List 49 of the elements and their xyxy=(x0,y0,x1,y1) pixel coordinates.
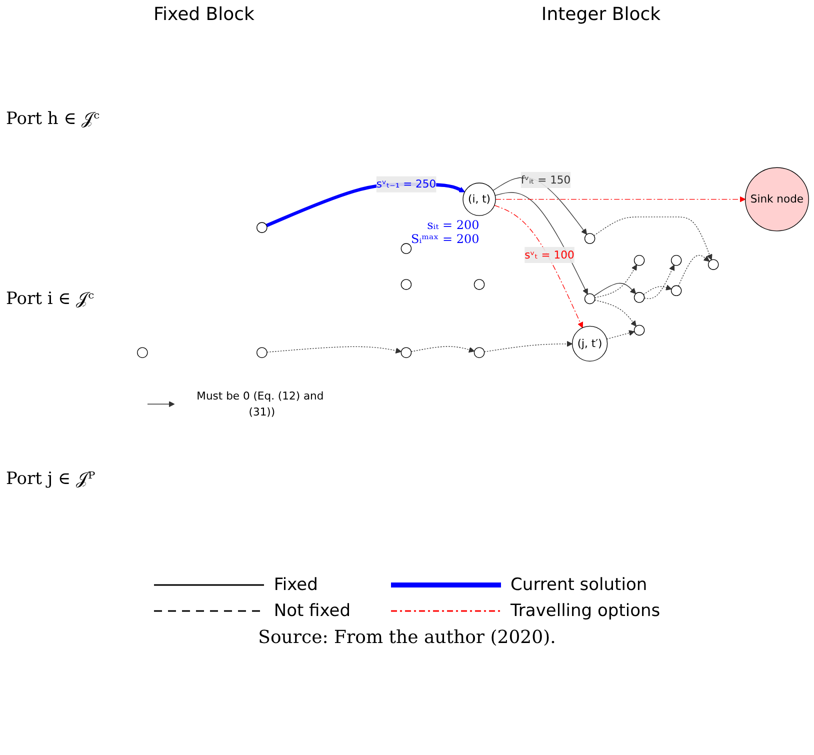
node-circle xyxy=(634,292,645,303)
row-label: Port h ∈ 𝒥ᶜ xyxy=(6,109,101,129)
node-circle: (i, t) xyxy=(462,182,496,216)
arrow xyxy=(594,264,638,298)
node-circle xyxy=(256,347,268,358)
node-circle xyxy=(634,255,645,266)
legend-label: Not fixed xyxy=(274,601,351,621)
node-circle xyxy=(584,233,596,244)
arrow xyxy=(644,264,675,299)
node-annotation: Sᵢᵐᵃˣ = 200 xyxy=(410,232,480,246)
edge-label: sᵛₜ = 100 xyxy=(524,248,574,262)
node-circle: (j, t′) xyxy=(572,326,608,362)
node-circle xyxy=(670,255,682,266)
node-circle xyxy=(708,259,719,270)
edge-label: sᵛₜ₋₁ = 250 xyxy=(376,178,436,190)
legend-label: Travelling options xyxy=(510,601,660,621)
node-circle xyxy=(256,222,268,233)
row-label: Port i ∈ 𝒥ᶜ xyxy=(6,289,96,309)
node-circle xyxy=(400,347,412,358)
arrow xyxy=(594,300,636,327)
node-circle xyxy=(400,243,412,254)
caption: Source: From the author (2020). xyxy=(257,627,557,648)
block-heading: Fixed Block xyxy=(153,4,254,25)
block-heading: Integer Block xyxy=(541,4,661,25)
node-circle xyxy=(400,279,412,290)
arrow xyxy=(495,196,746,202)
edge-label: fᵛᵢₜ = 150 xyxy=(520,173,571,186)
node-circle xyxy=(584,293,596,304)
arrow xyxy=(494,204,584,328)
node-circle xyxy=(474,279,485,290)
node-text: Must be 0 (Eq. (12) and (31)) xyxy=(196,389,324,418)
legend-label: Current solution xyxy=(510,575,648,595)
node-circle xyxy=(137,347,148,358)
arrow xyxy=(266,346,402,354)
arrow xyxy=(606,330,635,340)
node-circle: Sink node xyxy=(744,167,809,232)
arrow xyxy=(594,216,712,260)
arrow xyxy=(147,401,175,408)
legend-label: Fixed xyxy=(274,575,318,595)
node-circle xyxy=(670,285,682,296)
row-label: Port j ∈ 𝒥ᴾ xyxy=(6,469,96,489)
arrow xyxy=(643,284,672,295)
node-circle xyxy=(634,324,645,336)
node-annotation: sᵢₜ = 200 xyxy=(426,218,480,232)
arrow xyxy=(594,282,636,296)
arrow xyxy=(678,255,710,286)
node-circle xyxy=(474,347,485,358)
arrow xyxy=(410,346,475,353)
arrow xyxy=(484,340,573,352)
